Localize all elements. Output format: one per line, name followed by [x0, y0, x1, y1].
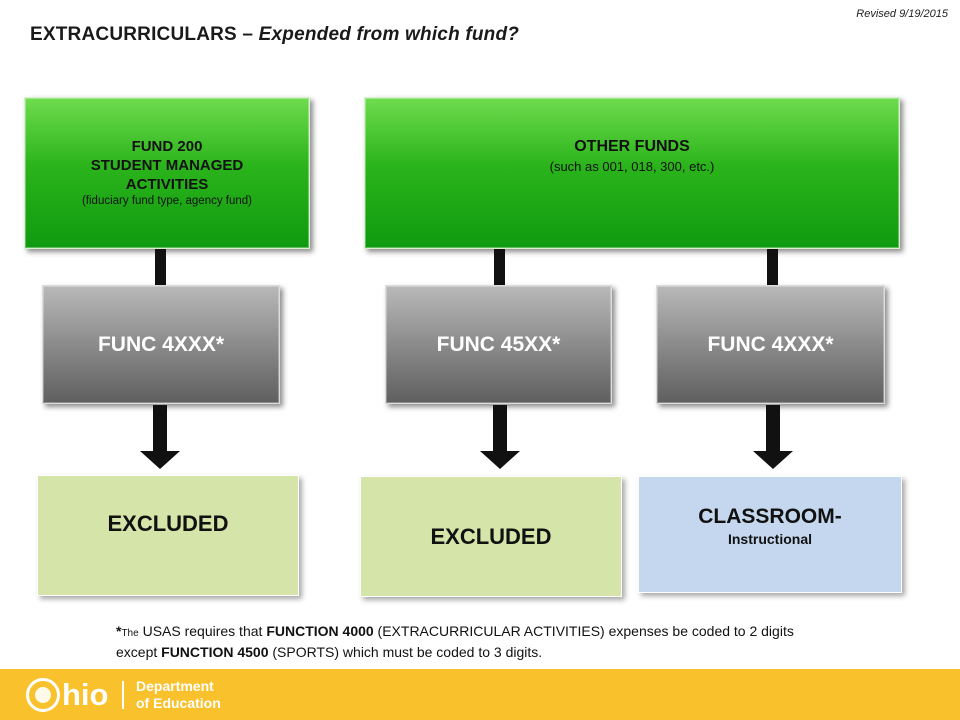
- footer-bar: hio Department of Education: [0, 669, 960, 720]
- outcome-excluded-1: EXCLUDED: [37, 475, 299, 596]
- footnote-text-3: (SPORTS) which must be coded to 3 digits…: [268, 644, 543, 660]
- arrow-down-icon: [140, 451, 180, 469]
- outcome-classroom-subtitle: Instructional: [727, 530, 812, 547]
- footnote-function-4500: FUNCTION 4500: [161, 644, 269, 660]
- func-box-1: FUNC 4XXX*: [42, 285, 280, 404]
- arrow-shaft-1: [153, 405, 167, 451]
- department-line-1: Department: [136, 678, 214, 694]
- department-line-2: of Education: [136, 695, 221, 711]
- page-title-question: Expended from which fund?: [258, 24, 520, 45]
- fund-200-student-managed: STUDENT MANAGED: [90, 157, 244, 174]
- arrow-shaft-2: [493, 405, 507, 451]
- page-title-main: EXTRACURRICULARS –: [30, 24, 259, 45]
- arrow-shaft-3: [766, 405, 780, 451]
- arrow-down-icon: [480, 451, 520, 469]
- fund-200-box: FUND 200 STUDENT MANAGED ACTIVITIES (fid…: [24, 97, 310, 249]
- footnote-function-4000: FUNCTION 4000: [266, 623, 374, 639]
- ohio-logo[interactable]: hio: [26, 677, 109, 712]
- outcome-excluded-2: EXCLUDED: [360, 476, 622, 597]
- department-name: Department of Education: [136, 678, 221, 712]
- fund-200-label: FUND 200: [131, 138, 203, 155]
- ohio-logo-word: hio: [62, 676, 109, 712]
- connector-other-right: [767, 249, 778, 285]
- func-label-1: FUNC 4XXX*: [97, 332, 225, 356]
- func-box-3: FUNC 4XXX*: [656, 285, 885, 404]
- other-funds-examples: (such as 001, 018, 300, etc.): [549, 159, 715, 174]
- func-box-2: FUNC 45XX*: [385, 285, 612, 404]
- ohio-o-icon: [26, 677, 60, 712]
- fund-200-fund-type: (fiduciary fund type, agency fund): [81, 195, 253, 207]
- outcome-label-1: EXCLUDED: [107, 510, 229, 536]
- func-label-3: FUNC 4XXX*: [707, 332, 834, 356]
- other-funds-title: OTHER FUNDS: [574, 138, 690, 155]
- footnote-the: The: [121, 628, 139, 639]
- outcome-classroom-title: CLASSROOM-: [698, 504, 842, 528]
- func-label-2: FUNC 45XX*: [436, 332, 561, 356]
- fund-200-activities: ACTIVITIES: [125, 176, 209, 193]
- footnote-star: *: [116, 623, 122, 639]
- other-funds-box: OTHER FUNDS (such as 001, 018, 300, etc.…: [364, 97, 900, 249]
- footnote: *The USAS requires that FUNCTION 4000 (E…: [116, 622, 836, 662]
- connector-other-left: [494, 249, 505, 285]
- footnote-text-2: (EXTRACURRICULAR ACTIVITIES) expenses be…: [116, 623, 794, 660]
- footer-divider: [122, 681, 124, 709]
- page-title: EXTRACURRICULARS – Expended from which f…: [30, 24, 519, 46]
- arrow-down-icon: [753, 451, 793, 469]
- revised-date: Revised 9/19/2015: [856, 8, 948, 20]
- outcome-label-2: EXCLUDED: [430, 523, 552, 549]
- connector-fund200: [155, 249, 166, 285]
- footnote-text-1: USAS requires that: [138, 623, 267, 639]
- outcome-classroom: CLASSROOM- Instructional: [638, 476, 902, 593]
